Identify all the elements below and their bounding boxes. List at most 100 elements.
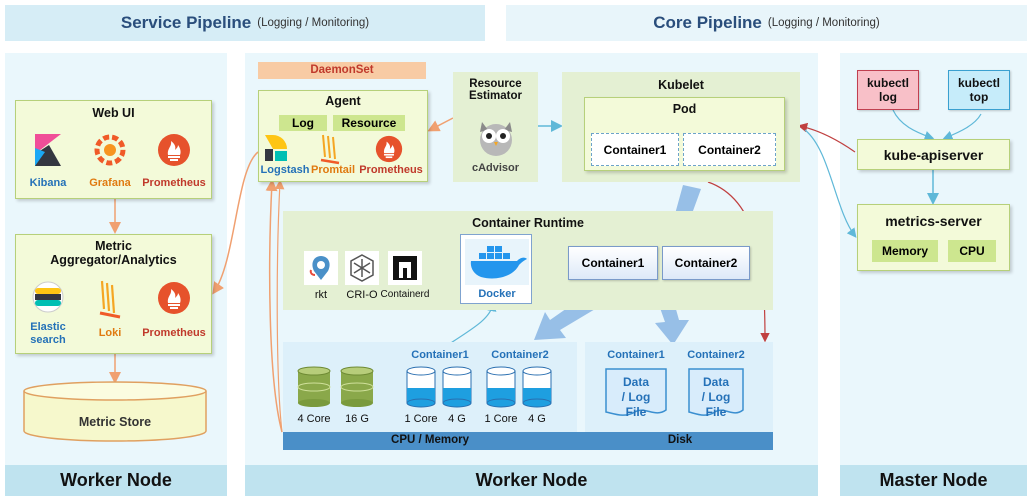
agent-resource-tag: Resource [333, 115, 405, 131]
metrics-memory-tag: Memory [872, 240, 938, 262]
runtime-container1[interactable]: Container1 [568, 246, 658, 280]
disk-file2-icon [688, 368, 744, 416]
disk-file2-line2: / Log [701, 390, 731, 404]
aggregator-title-line1: Metric [95, 239, 132, 253]
elasticsearch-icon [32, 281, 64, 313]
storage-container1-label: Container1 [411, 349, 469, 361]
containerd-label: Containerd [380, 289, 430, 300]
prometheus-icon [157, 133, 191, 167]
host-memory-cylinder [340, 366, 374, 407]
kubectl-log-box[interactable]: kubectl log [857, 70, 919, 110]
host-memory-label: 16 G [345, 413, 369, 425]
kibana-label: Kibana [29, 177, 67, 189]
middle-worker-footer: Worker Node [245, 465, 818, 496]
docker-whale-icon [465, 239, 529, 285]
containerd-icon [388, 251, 422, 285]
promtail-label: Promtail [310, 164, 355, 176]
host-core-label: 4 Core [297, 413, 331, 425]
logstash-label: Logstash [260, 164, 310, 176]
c2-memory-cylinder [522, 366, 552, 408]
kubectl-top-box[interactable]: kubectl top [948, 70, 1010, 110]
pod-container1[interactable]: Container1 [591, 133, 679, 166]
metrics-server-title: metrics-server [885, 213, 982, 229]
grafana-icon [93, 133, 127, 167]
host-core-cylinder [297, 366, 331, 407]
kubectl-top-line1: kubectl [957, 76, 1000, 90]
elasticsearch-label-line1: Elastic [30, 321, 66, 333]
grafana-label: Grafana [89, 177, 131, 189]
kubectl-log-line1: kubectl [866, 76, 909, 90]
logstash-icon [265, 135, 287, 161]
metric-store-label: Metric Store [78, 415, 152, 429]
core-pipeline-subtitle: (Logging / Monitoring) [767, 17, 880, 29]
c1-core-cylinder [406, 366, 436, 408]
prometheus-label-webui: Prometheus [142, 177, 206, 189]
core-pipeline-header: Core Pipeline (Logging / Monitoring) [506, 5, 1027, 41]
service-pipeline-header: Service Pipeline (Logging / Monitoring) [5, 5, 485, 41]
kubelet-title: Kubelet [658, 78, 704, 92]
loki-icon [96, 279, 124, 319]
disk-file1-line3: File [625, 405, 647, 419]
aggregator-title-line2: Aggregator/Analytics [50, 253, 177, 267]
cadvisor-label: cAdvisor [471, 162, 520, 174]
c2-core-cylinder [486, 366, 516, 408]
disk-file1-line2: / Log [621, 390, 651, 404]
kubectl-log-line2: log [879, 90, 897, 104]
kube-apiserver-label: kube-apiserver [883, 146, 984, 163]
storage-container2-label: Container2 [491, 349, 549, 361]
crio-icon [345, 251, 379, 285]
prometheus-icon [157, 281, 191, 315]
metrics-cpu-tag: CPU [948, 240, 996, 262]
c1-memory-cylinder [442, 366, 472, 408]
prometheus-label-agent: Prometheus [359, 164, 423, 176]
daemonset-label: DaemonSet [258, 62, 426, 79]
cpu-memory-label: CPU / Memory [391, 434, 469, 446]
core-pipeline-title: Core Pipeline [653, 13, 762, 32]
c2-core-label: 1 Core [484, 413, 518, 425]
disk-file1-line1: Data [622, 375, 649, 389]
docker-box: Docker [460, 234, 532, 304]
container-runtime-title: Container Runtime [472, 216, 584, 230]
c2-memory-label: 4 G [528, 413, 546, 425]
pod-container2[interactable]: Container2 [683, 133, 776, 166]
metric-store-cylinder [23, 381, 207, 442]
loki-label: Loki [98, 327, 122, 339]
web-ui-title: Web UI [92, 106, 135, 120]
elasticsearch-label-line2: search [30, 334, 66, 346]
promtail-icon [319, 133, 341, 165]
resource-estimator-title-line1: Resource [469, 78, 522, 90]
disk-file1-icon [605, 368, 667, 416]
disk-container1-label: Container1 [607, 349, 665, 361]
agent-box: Agent Log Resource Logstash Promtail Pro… [258, 90, 428, 182]
web-ui-box: Web UI Kibana Grafana Prometheus [15, 100, 212, 199]
disk-label: Disk [667, 434, 693, 446]
storage-bar [283, 432, 773, 450]
prometheus-icon [375, 135, 403, 163]
disk-file2-line3: File [705, 405, 727, 419]
docker-label: Docker [478, 288, 516, 300]
disk-container2-label: Container2 [687, 349, 745, 361]
agent-title: Agent [325, 94, 361, 108]
metrics-server-box: metrics-server Memory CPU [857, 204, 1010, 271]
service-pipeline-subtitle: (Logging / Monitoring) [257, 17, 370, 29]
resource-estimator-title-line2: Estimator [468, 90, 523, 102]
kibana-icon [34, 133, 62, 167]
kube-apiserver-box: kube-apiserver [857, 139, 1010, 170]
c1-core-label: 1 Core [404, 413, 438, 425]
rkt-label: rkt [314, 289, 328, 301]
crio-label: CRI-O [346, 289, 378, 301]
runtime-container2[interactable]: Container2 [662, 246, 750, 280]
kubectl-top-line2: top [969, 90, 989, 104]
prometheus-label-aggregator: Prometheus [142, 327, 206, 339]
agent-log-tag: Log [279, 115, 327, 131]
c1-memory-label: 4 G [448, 413, 466, 425]
aggregator-box: Metric Aggregator/Analytics Elastic sear… [15, 234, 212, 354]
disk-file2-line1: Data [702, 375, 729, 389]
rkt-icon [304, 251, 338, 285]
resource-estimator-box: Resource Estimator cAdvisor [453, 72, 538, 182]
pod-title: Pod [672, 102, 697, 116]
service-pipeline-title: Service Pipeline [120, 13, 252, 32]
master-footer: Master Node [840, 465, 1027, 496]
cadvisor-owl-icon [477, 116, 515, 156]
left-worker-footer: Worker Node [5, 465, 227, 496]
